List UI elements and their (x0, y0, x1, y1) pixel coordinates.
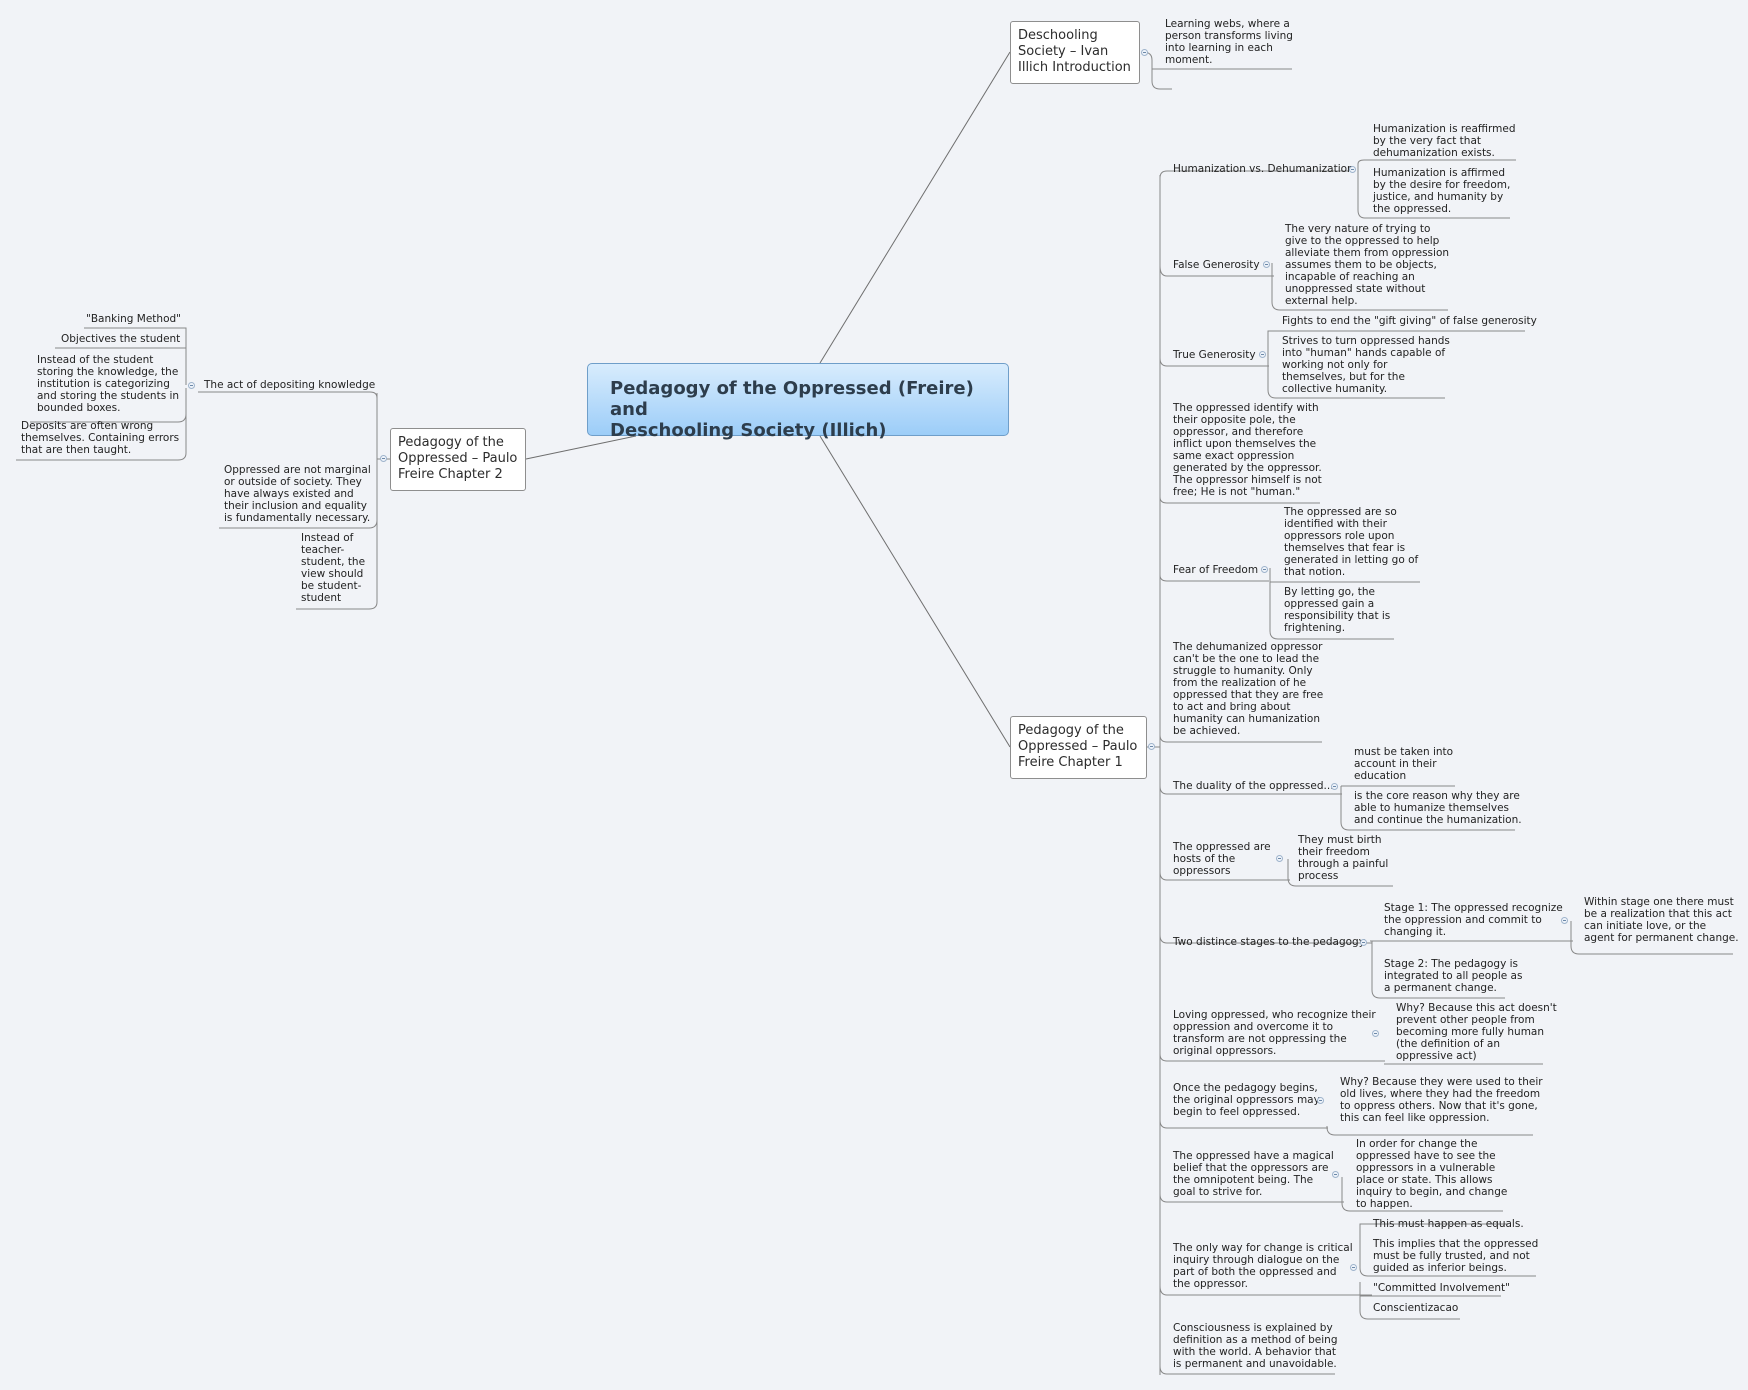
banking-method-text: "Banking Method" (86, 313, 181, 325)
collapse-icon[interactable] (380, 455, 387, 462)
collapse-icon[interactable] (1561, 917, 1568, 924)
collapse-icon[interactable] (1263, 261, 1270, 268)
collapse-icon[interactable] (1349, 166, 1356, 173)
collapse-icon[interactable] (1317, 1097, 1324, 1104)
topic-label-line: Pedagogy of the (398, 435, 504, 450)
once-pedagogy-text: Once the pedagogy begins,the original op… (1173, 1082, 1320, 1118)
topic-chapter-2[interactable]: Pedagogy of the Oppressed – Paulo Freire… (390, 428, 526, 491)
topic-label-line: Illich Introduction (1018, 60, 1131, 75)
central-topic[interactable]: Pedagogy of the Oppressed (Freire) and D… (587, 363, 1009, 441)
happen-equals-text: This must happen as equals. (1373, 1218, 1524, 1230)
topic-label-line: Pedagogy of the (1018, 723, 1124, 738)
collapse-icon[interactable] (1331, 783, 1338, 790)
topic-deschooling-society[interactable]: Deschooling Society – Ivan Illich Introd… (1010, 21, 1140, 84)
topic-label-line: Freire Chapter 2 (398, 467, 503, 482)
collapse-icon[interactable] (1372, 1030, 1379, 1037)
true-generosity-fights-text: Fights to end the "gift giving" of false… (1282, 315, 1537, 327)
committed-involvement-text: "Committed Involvement" (1373, 1282, 1510, 1294)
false-generosity: False Generosity (1173, 259, 1260, 271)
collapse-icon[interactable] (1350, 1264, 1357, 1271)
collapse-icon[interactable] (1261, 566, 1268, 573)
collapse-icon[interactable] (188, 382, 195, 389)
topic-label-line: Deschooling (1018, 28, 1098, 43)
topic-label-line: Oppressed – Paulo (398, 451, 518, 466)
collapse-icon[interactable] (1360, 939, 1367, 946)
true-generosity: True Generosity (1173, 349, 1256, 361)
topic-label-line: Oppressed – Paulo (1018, 739, 1138, 754)
collapse-icon[interactable] (1148, 743, 1155, 750)
humanization-vs-dehumanization: Humanization vs. Dehumanization (1173, 163, 1354, 175)
depositing-knowledge-text: The act of depositing knowledge (204, 379, 376, 391)
fear-of-freedom: Fear of Freedom (1173, 564, 1259, 576)
collapse-icon[interactable] (1332, 1171, 1339, 1178)
topic-label-line: Society – Ivan (1018, 44, 1109, 59)
central-title-line1: Pedagogy of the Oppressed (Freire) and (610, 378, 974, 420)
collapse-icon[interactable] (1141, 49, 1148, 56)
topic-label-line: Freire Chapter 1 (1018, 755, 1123, 770)
collapse-icon[interactable] (1276, 855, 1283, 862)
topic-chapter-1[interactable]: Pedagogy of the Oppressed – Paulo Freire… (1010, 716, 1147, 779)
objectives-student-text: Objectives the student (61, 333, 181, 345)
duality-of-oppressed: The duality of the oppressed... (1173, 780, 1334, 792)
conscientizacao-text: Conscientizacao (1373, 1302, 1459, 1314)
two-stages: Two distince stages to the pedagogy (1173, 936, 1365, 948)
central-title-line2: Deschooling Society (Illich) (610, 420, 887, 441)
collapse-icon[interactable] (1259, 351, 1266, 358)
